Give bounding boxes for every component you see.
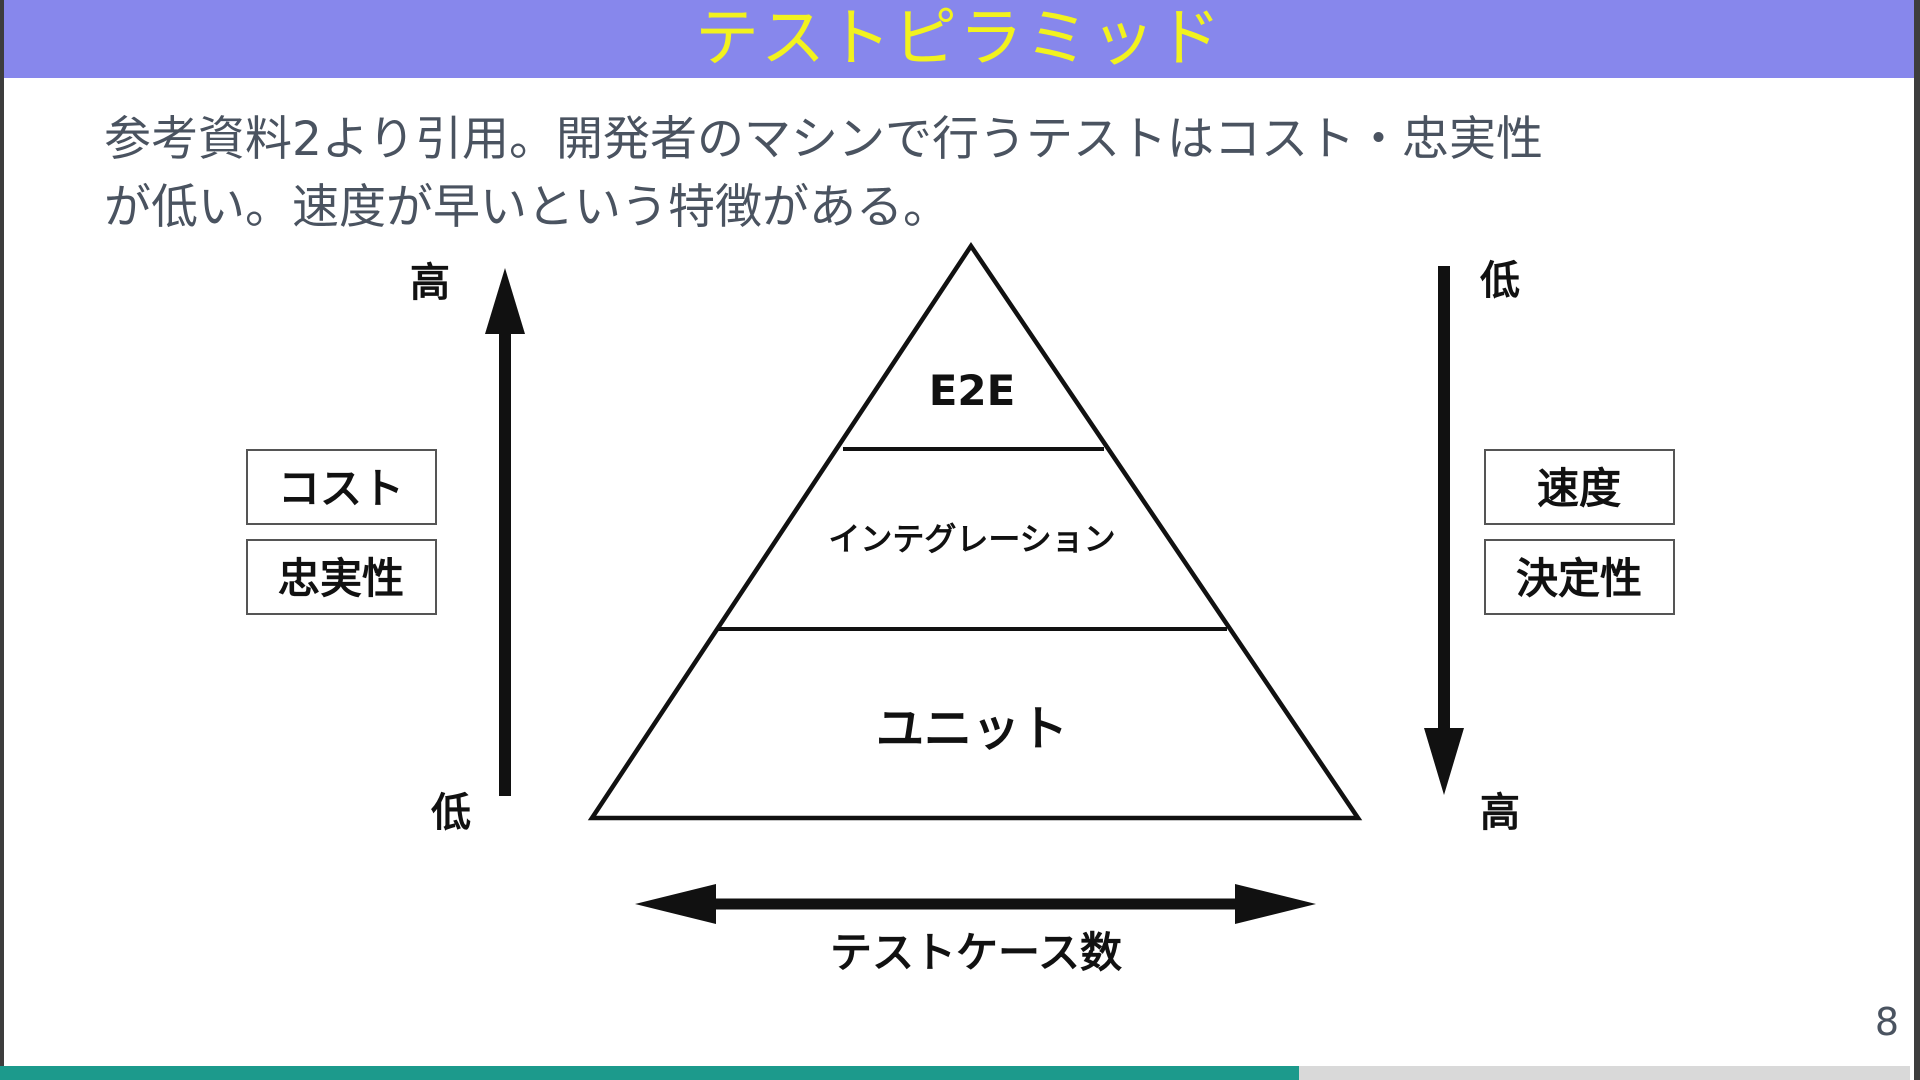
left-box-cost — [246, 449, 437, 525]
right-box-speed — [1484, 449, 1675, 525]
right-box-determinism-label: 決定性 — [1516, 554, 1642, 603]
pyramid-level-e2e: E2E — [929, 366, 1016, 415]
slide: テストピラミッド 参考資料2より引用。開発者のマシンで行うテストはコスト・忠実性… — [4, 0, 1914, 1080]
pyramid-level-integration: インテグレーション — [828, 520, 1115, 558]
right-arrow-top-label: 低 — [1480, 258, 1520, 304]
pyramid-outline — [587, 241, 1363, 821]
body-line-1: 参考資料2より引用。開発者のマシンで行うテストはコスト・忠実性 — [104, 112, 1543, 167]
pyramid-level-unit: ユニット — [876, 701, 1068, 757]
test-pyramid-diagram: E2E インテグレーション ユニット 高 低 コスト 忠実性 低 高 速度 決定… — [246, 241, 1675, 977]
left-arrow-head — [485, 268, 525, 334]
slide-progress-fill — [0, 1066, 1299, 1080]
right-arrow-head — [1424, 728, 1464, 795]
left-arrow-bottom-label: 低 — [431, 790, 471, 836]
slide-progress-bar — [0, 1066, 1910, 1080]
bottom-axis-label: テストケース数 — [830, 928, 1122, 977]
right-box-determinism — [1484, 539, 1675, 615]
page-number: 8 — [1874, 1000, 1899, 1044]
slide-body-text: 参考資料2より引用。開発者のマシンで行うテストはコスト・忠実性 が低い。速度が早… — [104, 106, 1824, 242]
slide-title: テストピラミッド — [695, 2, 1223, 76]
left-box-cost-label: コスト — [278, 464, 404, 513]
left-arrow-top-label: 高 — [410, 260, 450, 306]
title-bar: テストピラミッド — [4, 0, 1914, 78]
bottom-arrow-head-right — [1235, 884, 1316, 924]
body-line-2: が低い。速度が早いという特徴がある。 — [104, 180, 950, 235]
left-box-fidelity-label: 忠実性 — [278, 554, 404, 603]
bottom-arrow-head-left — [635, 884, 716, 924]
left-box-fidelity — [246, 539, 437, 615]
right-box-speed-label: 速度 — [1537, 464, 1621, 513]
right-arrow-bottom-label: 高 — [1480, 790, 1520, 836]
